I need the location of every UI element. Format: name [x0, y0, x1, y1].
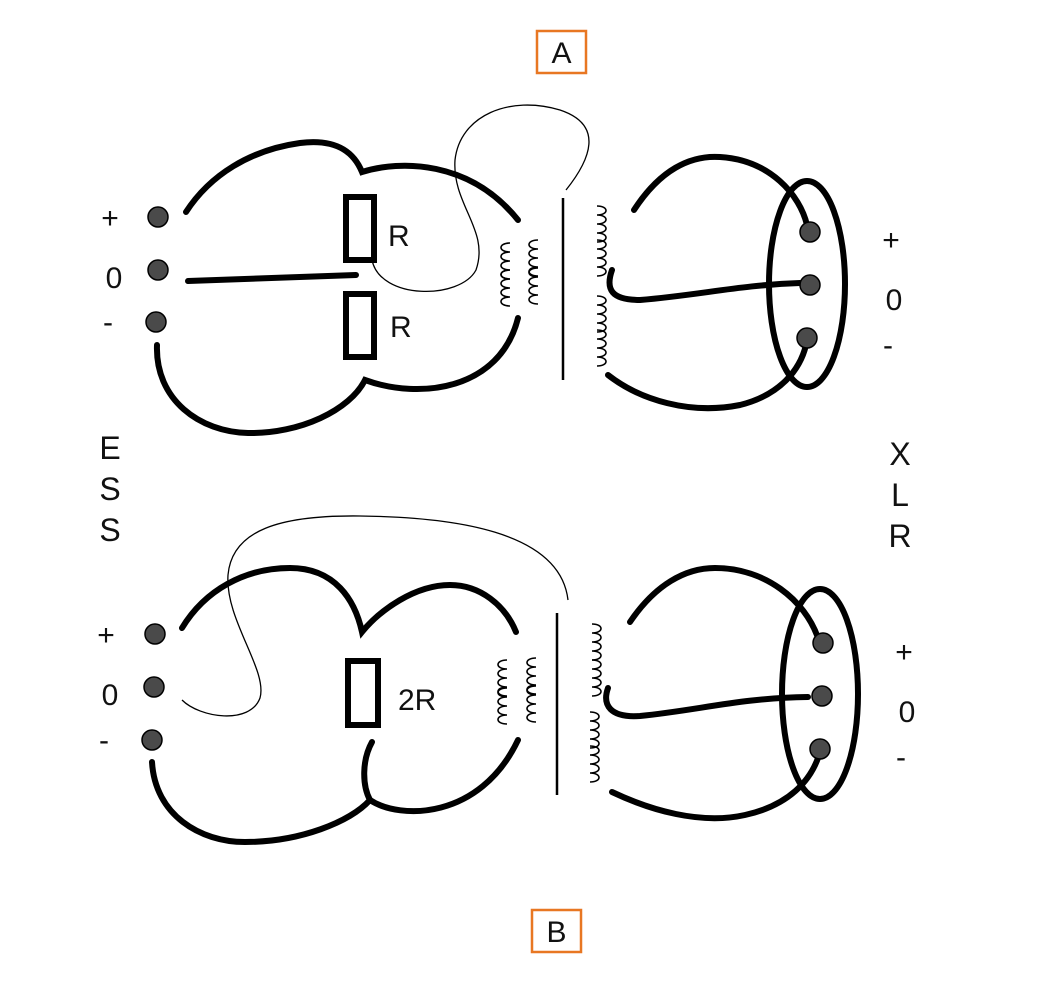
wire-b-resistor-tail [361, 739, 375, 803]
diagram-b-title: B [530, 908, 583, 954]
xlr-a-terminal-zero [799, 274, 821, 296]
diagram-a-title-frame [535, 29, 588, 75]
ess-connector-a: + 0 - [101, 202, 169, 339]
ess-b-pin-plus-label: + [97, 619, 115, 652]
diagram-a-primary-wiring [153, 139, 521, 437]
xlr-b-shell [779, 586, 861, 802]
diagram-a-title: A [535, 29, 588, 75]
ess-b-terminal-minus [141, 729, 163, 751]
wire-b-sec-zero [603, 685, 811, 720]
ess-a-terminal-minus [145, 311, 167, 333]
wire-a-minus [153, 315, 521, 437]
diagram-b: + 0 - 2R [97, 515, 916, 954]
xlr-b-terminal-zero [811, 685, 833, 707]
wire-b-plus [179, 564, 519, 639]
wire-b-sec-minus [609, 755, 821, 822]
side-label-ess-letter-3: S [99, 512, 120, 548]
xlr-connector-a: + 0 - [766, 178, 903, 390]
diagram-b-primary-wiring [149, 564, 521, 846]
side-label-ess-letter-2: S [99, 471, 120, 507]
resistor-a-top-label: R [388, 220, 410, 253]
transformer-a-primary-coil [500, 239, 539, 307]
xlr-b-terminal-plus [812, 632, 834, 654]
transformer-a-secondary-coil [596, 205, 607, 367]
side-label-xlr-letter-3: R [888, 518, 911, 554]
transformer-b-primary-coil [497, 657, 537, 725]
xlr-a-terminal-minus [796, 327, 818, 349]
diagram-b-title-frame [530, 908, 583, 954]
xlr-b-terminal-minus [809, 738, 831, 760]
wire-b-minus [149, 737, 521, 846]
shield-wire-b [181, 515, 569, 717]
diagram-b-secondary-wiring [603, 564, 821, 822]
ess-b-terminal-plus [144, 623, 166, 645]
resistor-b-body [345, 658, 381, 728]
xlr-a-pin-minus-label: - [883, 329, 893, 362]
resistor-a-bottom: R [343, 291, 412, 360]
side-label-xlr-letter-2: L [891, 477, 909, 513]
wire-a-sec-plus [631, 153, 810, 228]
xlr-a-pin-plus-label: + [882, 224, 900, 257]
xlr-connector-b: + 0 - [779, 586, 916, 802]
transformer-b-secondary-coil [589, 623, 602, 783]
ess-a-pin-minus-label: - [103, 306, 113, 339]
transformer-b [497, 613, 602, 795]
wire-a-sec-minus [605, 342, 809, 412]
ess-a-terminal-plus [147, 206, 169, 228]
resistor-a-bottom-label: R [390, 311, 412, 344]
xlr-b-pin-zero-label: 0 [899, 696, 916, 729]
resistor-b: 2R [345, 658, 436, 728]
transformer-a [500, 198, 607, 380]
xlr-b-pin-plus-label: + [895, 636, 913, 669]
resistor-a-top: R [343, 194, 410, 263]
diagram-a-title-label: A [551, 37, 571, 70]
ess-b-pin-zero-label: 0 [102, 679, 119, 712]
ess-b-terminal-zero [143, 676, 165, 698]
side-label-ess: E S S [99, 430, 120, 548]
xlr-a-terminal-plus [799, 221, 821, 243]
side-label-ess-letter-1: E [99, 430, 120, 466]
ess-connector-b: + 0 - [97, 619, 166, 757]
ess-a-pin-zero-label: 0 [106, 262, 123, 295]
resistor-a-top-body [343, 194, 377, 263]
shield-wire-a [371, 104, 590, 293]
xlr-a-pin-zero-label: 0 [886, 284, 903, 317]
ess-a-terminal-zero [147, 259, 169, 281]
diagram-a-secondary-wiring [605, 153, 810, 412]
diagram-b-title-label: B [546, 916, 566, 949]
diagram-a: A + 0 - R R [101, 29, 903, 437]
wire-a-plus [183, 139, 521, 223]
xlr-b-pin-minus-label: - [896, 741, 906, 774]
side-label-xlr: X L R [888, 436, 911, 554]
resistor-a-bottom-body [343, 291, 377, 360]
side-label-xlr-letter-1: X [889, 436, 910, 472]
ess-b-pin-minus-label: - [99, 724, 109, 757]
resistor-b-label: 2R [398, 684, 436, 717]
wire-a-zero [185, 272, 359, 284]
ess-a-pin-plus-label: + [101, 202, 119, 235]
wire-a-sec-zero [606, 267, 803, 304]
xlr-a-shell [766, 178, 848, 390]
